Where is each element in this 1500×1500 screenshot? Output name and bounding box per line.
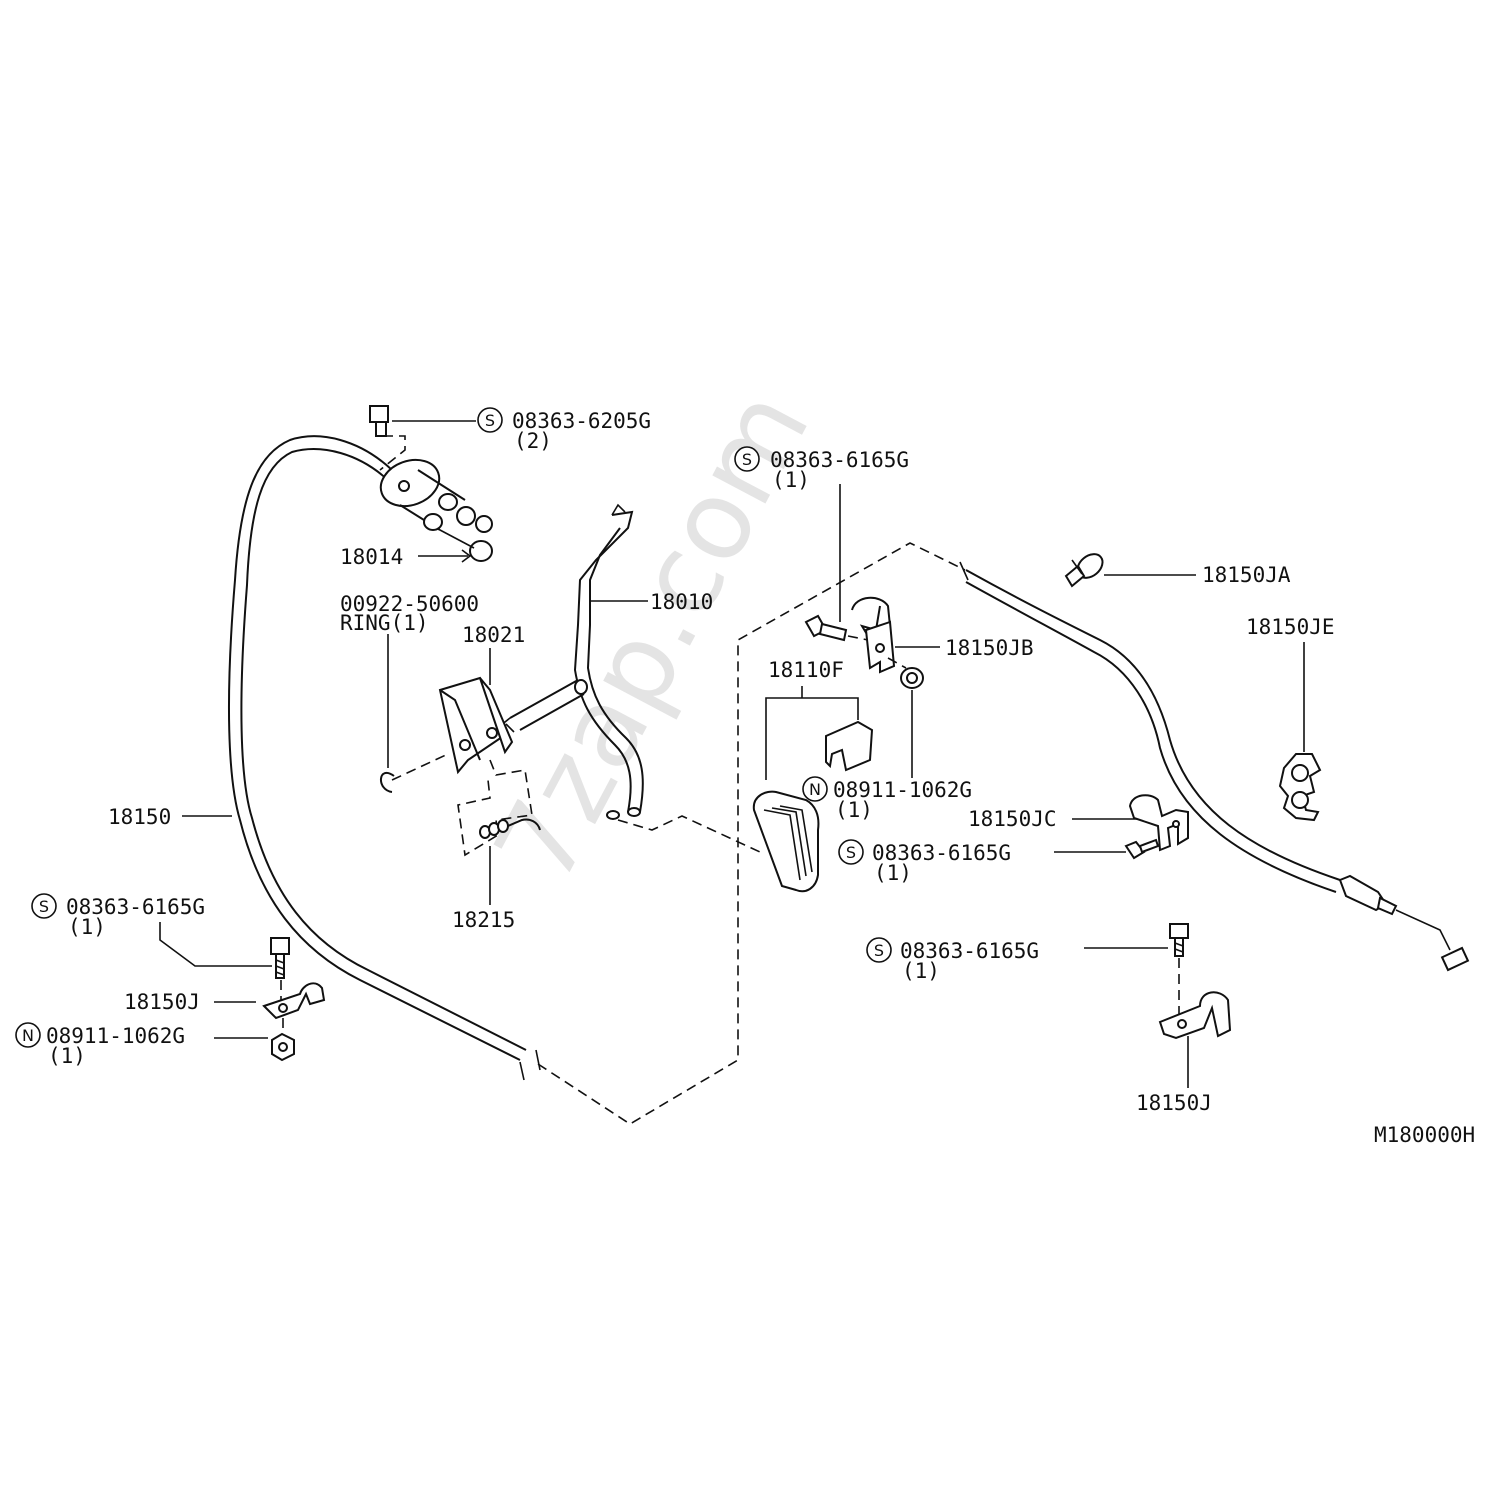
return-spring-icon [479,818,541,839]
screw-symbol-icon [31,893,57,919]
screw-symbol: S [39,897,49,916]
label-18110F: 18110F [768,658,844,682]
label-bolt-top-qty: (1) [772,468,810,492]
clip-18150J-right-icon [1158,991,1232,1040]
screw-symbol: S [742,450,752,469]
bolt-6205-icon [369,405,406,471]
label-bolt-right-qty: (1) [902,959,940,983]
ring-clip-icon [380,772,395,793]
nut-left-icon [271,1032,295,1062]
clip-18150JB-icon [851,596,896,674]
label-ring-part: 00922-50600 [340,592,479,616]
screw-symbol: S [485,411,495,430]
cable-end-bracket-icon [379,458,493,562]
label-18150JA: 18150JA [1202,563,1291,587]
bolt-top-icon [804,614,869,642]
screw-symbol-icon [838,839,864,865]
nut-symbol-icon [15,1022,41,1048]
bolt-right-icon [1169,923,1189,957]
label-18150J-left: 18150J [124,990,200,1014]
pedal-arm-icon [499,679,588,733]
screw-symbol-icon [866,937,892,963]
label-bolt-top-part: 08363-6165G [770,448,909,472]
label-18021: 18021 [462,623,525,647]
nut-symbol: N [22,1026,34,1045]
screw-symbol-icon [734,446,760,472]
pedal-stopper-icon [825,720,874,772]
nut-symbol: N [809,780,821,799]
label-18150JB: 18150JB [945,636,1034,660]
label-bolt-mid-qty: (1) [874,861,912,885]
clip-18150JA-icon [1064,553,1104,588]
label-nut-left-qty: (1) [48,1044,86,1068]
label-bolt-left-part: 08363-6165G [66,895,205,919]
bolt-mid-icon [1124,838,1160,860]
clip-18150JC-icon [1128,794,1189,852]
clip-18150JE-icon [1278,753,1322,822]
nut-symbol-icon [802,776,828,802]
screw-symbol-icon [477,407,503,433]
label-18014: 18014 [340,545,403,569]
label-nut-mid-part: 08911-1062G [833,778,972,802]
accelerator-cable-right [959,561,1470,972]
bolt-left-icon [270,937,290,979]
label-18010: 18010 [650,590,713,614]
label-nut-mid-qty: (1) [835,798,873,822]
label-nut-left-part: 08911-1062G [46,1024,185,1048]
pedal-bracket-icon [438,676,514,775]
nut-mid-icon [900,667,924,689]
accelerator-cable-left [228,435,541,1081]
label-18150J-right: 18150J [1136,1091,1212,1115]
screw-symbol: S [846,843,856,862]
label-18215: 18215 [452,908,515,932]
label-18150JC: 18150JC [968,807,1057,831]
accelerator-rod-icon [573,503,644,820]
label-18150JE: 18150JE [1246,615,1335,639]
label-bolt-left-qty: (1) [68,915,106,939]
label-bolt-6205-qty: (2) [514,429,552,453]
label-18150: 18150 [108,805,171,829]
clip-18150J-left-icon [262,982,326,1020]
diagram-code: M180000H [1374,1123,1475,1147]
label-bolt-6205-part: 08363-6205G [512,409,651,433]
screw-symbol: S [874,941,884,960]
label-bolt-mid-part: 08363-6165G [872,841,1011,865]
pedal-pad-icon [752,790,820,893]
label-ring-qty: RING(1) [340,611,429,635]
label-bolt-right-part: 08363-6165G [900,939,1039,963]
